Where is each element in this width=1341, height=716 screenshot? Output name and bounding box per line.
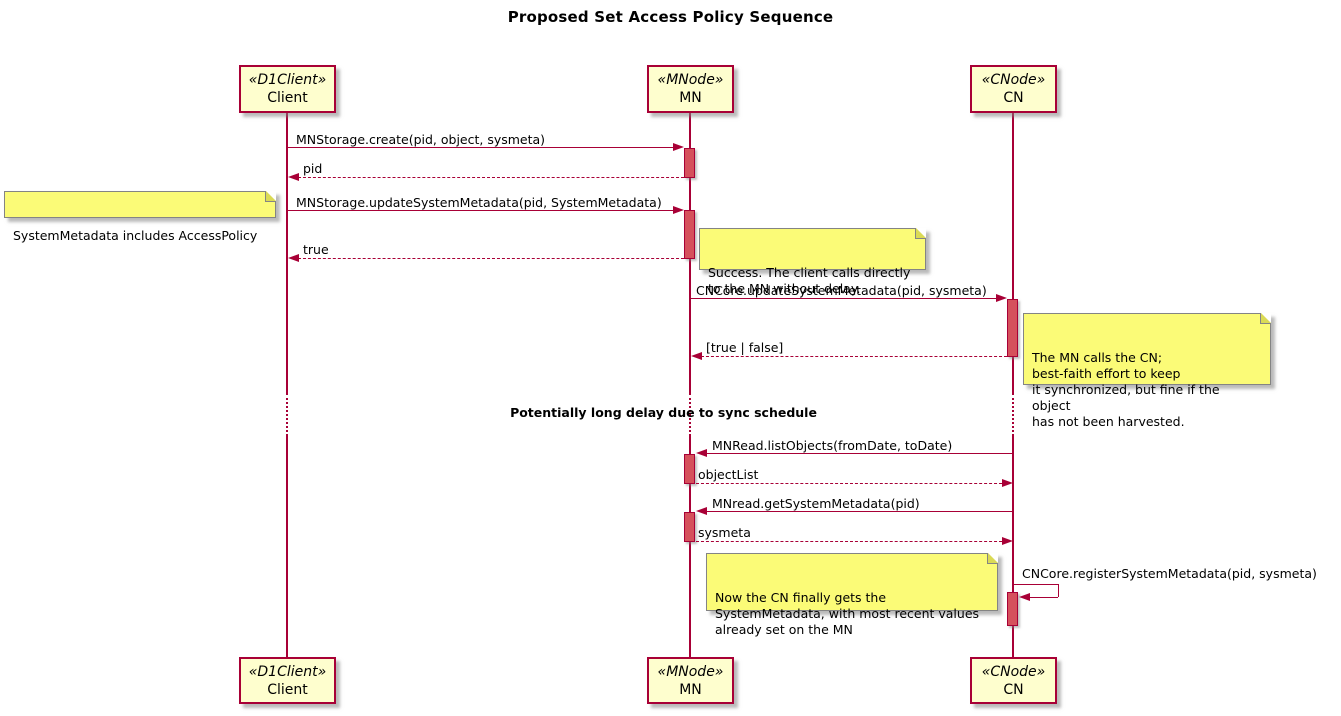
message-line-getsysmeta bbox=[706, 511, 1013, 512]
activation-bar-mn bbox=[684, 210, 695, 259]
participant-cn-name: CN bbox=[1003, 90, 1024, 106]
participant-cn-stereotype: «CNode» bbox=[981, 72, 1046, 88]
note-text: The MN calls the CN; best-faith effort t… bbox=[1032, 350, 1220, 429]
activation-bar-cn bbox=[1007, 299, 1018, 357]
activation-bar-mn bbox=[684, 454, 695, 484]
arrowhead-left-icon bbox=[696, 507, 707, 515]
message-label-pid: pid bbox=[303, 161, 323, 176]
participant-client-stereotype: «D1Client» bbox=[248, 72, 327, 88]
arrowhead-right-icon bbox=[1002, 537, 1013, 545]
message-label-sysmeta: sysmeta bbox=[698, 525, 751, 540]
lifeline-mn-delay-segment bbox=[689, 393, 691, 436]
participant-mn-name: MN bbox=[679, 90, 702, 106]
lifeline-mn bbox=[689, 436, 691, 657]
message-line-objectlist bbox=[696, 483, 1002, 484]
note-success: Success. The client calls directly to th… bbox=[699, 228, 926, 296]
note-systemmetadata-accesspolicy: SystemMetadata includes AccessPolicy bbox=[4, 191, 276, 243]
message-label-true: true bbox=[303, 242, 329, 257]
message-label-listobjects: MNRead.listObjects(fromDate, toDate) bbox=[712, 438, 953, 453]
message-line-cncore-update bbox=[691, 298, 997, 299]
message-line-sysmeta bbox=[696, 541, 1002, 542]
arrowhead-right-icon bbox=[1002, 479, 1013, 487]
message-label-register-sysmeta: CNCore.registerSystemMetadata(pid, sysme… bbox=[1022, 566, 1317, 581]
participant-mn-top: «MNode» MN bbox=[647, 65, 734, 113]
delay-divider-label: Potentially long delay due to sync sched… bbox=[510, 405, 817, 420]
message-label-objectlist: objectList bbox=[698, 467, 759, 482]
self-message-top-line bbox=[1014, 584, 1058, 585]
note-text: Now the CN finally gets the SystemMetada… bbox=[715, 590, 980, 637]
message-line-true-false bbox=[701, 356, 1007, 357]
lifeline-cn-delay-segment bbox=[1012, 393, 1014, 436]
note-text: SystemMetadata includes AccessPolicy bbox=[13, 228, 258, 243]
message-label-update-sysmeta: MNStorage.updateSystemMetadata(pid, Syst… bbox=[296, 195, 662, 210]
message-line-pid bbox=[298, 177, 684, 178]
arrowhead-left-icon bbox=[691, 352, 702, 360]
participant-client-name: Client bbox=[267, 90, 308, 106]
note-mn-calls-cn: The MN calls the CN; best-faith effort t… bbox=[1023, 313, 1271, 429]
note-fold-icon bbox=[265, 191, 276, 202]
participant-mn-stereotype: «MNode» bbox=[657, 663, 724, 680]
arrowhead-right-icon bbox=[673, 206, 684, 214]
activation-bar-mn bbox=[684, 512, 695, 542]
message-label-create: MNStorage.create(pid, object, sysmeta) bbox=[296, 132, 546, 147]
arrowhead-left-icon bbox=[1019, 593, 1030, 601]
participant-client-name: Client bbox=[267, 681, 308, 698]
participant-mn-name: MN bbox=[679, 681, 702, 698]
participant-mn-bottom: «MNode» MN bbox=[647, 657, 734, 704]
arrowhead-left-icon bbox=[288, 173, 299, 181]
lifeline-client-delay-segment bbox=[286, 393, 288, 436]
note-fold-icon bbox=[915, 228, 926, 239]
participant-mn-stereotype: «MNode» bbox=[657, 72, 724, 88]
note-cn-finally-gets: Now the CN finally gets the SystemMetada… bbox=[706, 553, 998, 637]
diagram-title: Proposed Set Access Policy Sequence bbox=[507, 8, 834, 26]
message-label-getsysmeta: MNread.getSystemMetadata(pid) bbox=[712, 496, 920, 511]
arrowhead-right-icon bbox=[996, 294, 1007, 302]
arrowhead-right-icon bbox=[673, 143, 684, 151]
arrowhead-left-icon bbox=[696, 449, 707, 457]
self-message-bottom-line bbox=[1029, 597, 1058, 598]
note-fold-icon bbox=[1260, 313, 1271, 324]
message-line-update-sysmeta bbox=[288, 210, 674, 211]
message-line-true bbox=[298, 258, 684, 259]
lifeline-cn bbox=[1012, 113, 1014, 393]
note-fold-icon bbox=[987, 553, 998, 564]
note-text: Success. The client calls directly to th… bbox=[708, 265, 911, 296]
lifeline-client bbox=[286, 436, 288, 657]
self-message-vertical-line bbox=[1058, 584, 1059, 597]
lifeline-cn bbox=[1012, 436, 1014, 657]
participant-cn-bottom: «CNode» CN bbox=[970, 657, 1057, 704]
message-line-create bbox=[288, 147, 674, 148]
lifeline-client bbox=[286, 113, 288, 393]
participant-client-stereotype: «D1Client» bbox=[248, 663, 327, 680]
participant-cn-name: CN bbox=[1003, 681, 1024, 698]
participant-cn-stereotype: «CNode» bbox=[981, 663, 1046, 680]
participant-client-top: «D1Client» Client bbox=[239, 65, 336, 113]
participant-client-bottom: «D1Client» Client bbox=[239, 657, 336, 704]
message-line-listobjects bbox=[706, 453, 1013, 454]
activation-bar-mn bbox=[684, 148, 695, 178]
activation-bar-cn bbox=[1007, 592, 1018, 626]
message-label-true-false: [true | false] bbox=[706, 340, 784, 355]
participant-cn-top: «CNode» CN bbox=[970, 65, 1057, 113]
arrowhead-left-icon bbox=[288, 254, 299, 262]
message-label-cncore-update: CNCore.updateSystemMetadata(pid, sysmeta… bbox=[696, 283, 987, 298]
